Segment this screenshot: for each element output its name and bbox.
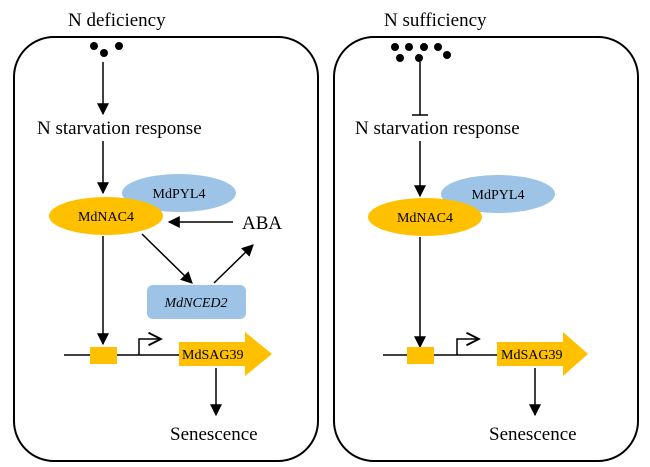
left-transcription-start-arrow bbox=[138, 339, 161, 355]
left-starvation-response: N starvation response bbox=[37, 118, 202, 139]
right-promoter-box bbox=[407, 347, 434, 364]
right-transcription-start-arrow bbox=[456, 339, 479, 355]
right-starvation-response: N starvation response bbox=[355, 118, 520, 139]
left-mdnac4-label: MdNAC4 bbox=[78, 210, 134, 225]
right-senescence-label: Senescence bbox=[489, 424, 577, 445]
left-mdsag39-gene-arrow bbox=[179, 332, 272, 376]
left-arrow-nced-to-aba bbox=[213, 244, 254, 284]
left-aba-label: ABA bbox=[242, 213, 282, 234]
left-nitrogen-dots bbox=[90, 42, 123, 57]
left-mdpyl4-label: MdPYL4 bbox=[153, 187, 206, 202]
right-mdsag39-gene-arrow bbox=[497, 332, 588, 376]
right-cell-outline bbox=[333, 36, 639, 462]
left-mdnac4-node bbox=[49, 197, 163, 235]
left-panel: N deficiency N starvation response MdPYL… bbox=[13, 10, 319, 462]
left-mdnced2-node bbox=[147, 285, 246, 319]
left-cell-outline bbox=[13, 36, 319, 462]
right-panel-title: N sufficiency bbox=[384, 10, 487, 31]
right-mdpyl4-label: MdPYL4 bbox=[472, 188, 525, 203]
right-mdnac4-node bbox=[368, 198, 482, 236]
right-mdsag39-label: MdSAG39 bbox=[501, 348, 562, 363]
right-mdnac4-label: MdNAC4 bbox=[397, 211, 453, 226]
left-promoter-box bbox=[90, 347, 117, 364]
left-mdnced2-label: MdNCED2 bbox=[164, 296, 228, 311]
left-mdpyl4-node bbox=[122, 174, 236, 212]
left-mdsag39-label: MdSAG39 bbox=[182, 348, 243, 363]
left-panel-title: N deficiency bbox=[68, 10, 166, 31]
right-nitrogen-dots bbox=[391, 43, 451, 62]
right-mdpyl4-node bbox=[441, 175, 555, 213]
left-arrow-nac-to-nced bbox=[141, 233, 193, 284]
left-senescence-label: Senescence bbox=[170, 424, 258, 445]
right-panel: N sufficiency N starvation response MdPY… bbox=[333, 10, 639, 462]
